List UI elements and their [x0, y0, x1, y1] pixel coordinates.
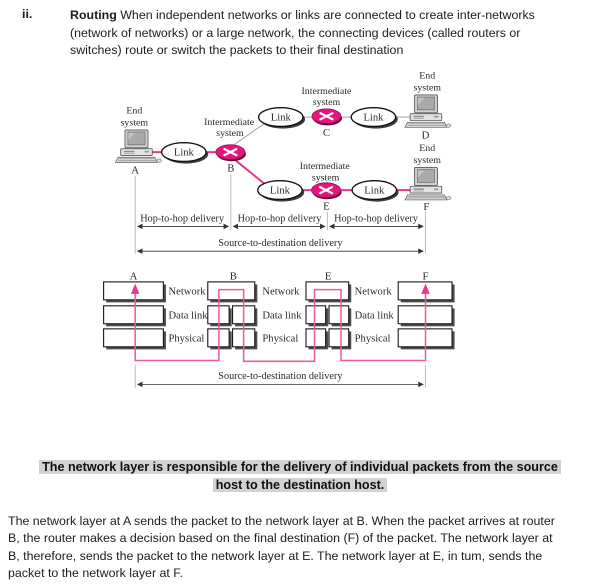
body-line-1: The network layer at A sends the packet … — [8, 514, 555, 528]
router-c-icon — [311, 108, 343, 126]
link-line-b-c-branch — [230, 119, 271, 148]
physical-layer-label: Physical — [355, 334, 391, 345]
node-f-label: F — [423, 201, 429, 213]
end-system-label: system — [413, 83, 441, 94]
end-system-label: system — [121, 118, 149, 129]
layer-box — [231, 305, 258, 327]
link-oval: Link — [257, 107, 306, 129]
node-c-label: C — [323, 127, 330, 139]
body-line-3: B, therefore, sends the packet to the ne… — [8, 548, 543, 563]
link-oval: Link — [160, 142, 209, 164]
physical-layer-label: Physical — [262, 334, 298, 345]
datalink-layer-label: Data link — [168, 311, 208, 322]
node-b-label: B — [227, 163, 234, 175]
network-layer-label: Network — [355, 287, 393, 298]
source-dest-label-2: Source-to-destination delivery — [218, 371, 343, 382]
layer-box — [103, 305, 166, 327]
intermediate-system-label: Intermediate — [301, 86, 352, 97]
end-system-label: End — [419, 71, 435, 82]
link-oval: Link — [350, 107, 398, 129]
layer-box — [207, 328, 232, 350]
layer-box — [305, 281, 352, 303]
datalink-layer-label: Data link — [262, 311, 302, 322]
packet-path — [134, 288, 427, 363]
end-system-label: End — [419, 143, 435, 154]
link-label: Link — [174, 148, 195, 159]
intermediate-system-label: Intermediate — [300, 161, 351, 172]
hop-to-hop-label: Hop-to-hop delivery — [140, 213, 225, 224]
hop-to-hop-label: Hop-to-hop delivery — [334, 213, 419, 224]
network-layer-label: Network — [168, 287, 206, 298]
column-e-label: E — [325, 270, 332, 282]
routers — [215, 108, 343, 200]
body-line-2: B, the router makes a decision based on … — [8, 531, 553, 546]
packet-arrowhead-a — [130, 283, 140, 294]
highlighted-statement: The network layer is responsible for the… — [0, 459, 600, 494]
packet-arrowhead-f — [421, 283, 430, 294]
node-a-label: A — [131, 164, 139, 176]
intermediate-system-label: system — [312, 172, 340, 183]
layer-row-labels: Network Data link Physical Network Data … — [168, 287, 394, 345]
node-d-label: D — [422, 129, 430, 141]
computer-a-icon — [115, 129, 162, 163]
network-layer-label: Network — [262, 287, 300, 298]
layer-box — [231, 328, 258, 350]
list-numeral: ii. — [22, 7, 33, 21]
delivery-arrows — [136, 223, 424, 254]
datalink-layer-label: Data link — [355, 311, 395, 322]
highlight-line-1: The network layer is responsible for the… — [39, 460, 561, 474]
column-b-label: B — [230, 270, 237, 282]
node-e-label: E — [323, 200, 330, 212]
guide-lines — [134, 174, 426, 254]
link-oval: Link — [257, 180, 305, 202]
highlight-line-2: host to the destination host. — [212, 477, 388, 492]
layer-box — [305, 305, 329, 327]
source-dest-label: Source-to-destination delivery — [218, 238, 343, 249]
router-b-icon — [215, 144, 246, 162]
link-label: Link — [363, 113, 384, 124]
intermediate-system-label: system — [216, 128, 244, 139]
end-system-label: system — [413, 155, 441, 166]
link-label: Link — [364, 186, 385, 197]
physical-layer-label: Physical — [168, 334, 204, 345]
layer-box — [207, 281, 258, 303]
layer-box — [397, 305, 455, 327]
layer-box — [207, 305, 232, 327]
column-f-label: F — [423, 270, 429, 282]
intro-line-2: (network of networks) or a large network… — [70, 25, 521, 40]
end-system-label: End — [126, 106, 142, 117]
intermediate-system-label: system — [313, 97, 341, 108]
link-label: Link — [270, 186, 291, 197]
layer-box — [305, 328, 329, 350]
layer-box — [397, 328, 455, 350]
body-line-4: packet to the network layer at F. — [8, 566, 183, 581]
link-label: Link — [271, 113, 292, 124]
layer-box — [103, 328, 166, 350]
link-ovals: Link Link Link Link Link — [160, 107, 399, 202]
column-a-label: A — [130, 270, 138, 282]
intro-line-1: Routing When independent networks or lin… — [70, 7, 600, 25]
intro-paragraph: ii. Routing When independent networks or… — [0, 7, 600, 60]
diagram1-labels: End system End system End system Interme… — [121, 71, 442, 249]
router-e-icon — [311, 182, 342, 200]
intro-line-3: switches) route or switch the packets to… — [70, 43, 404, 58]
hop-to-hop-label: Hop-to-hop delivery — [238, 213, 323, 224]
intermediate-system-label: Intermediate — [204, 117, 255, 128]
routing-term: Routing — [70, 8, 117, 22]
layer-diagram: A B E F — [103, 270, 455, 388]
layer-box — [328, 305, 352, 327]
body-paragraph: The network layer at A sends the packet … — [8, 513, 555, 583]
intro-line-1-rest: When independent networks or links are c… — [116, 8, 535, 22]
link-line-b-e-branch — [231, 156, 269, 188]
link-oval: Link — [351, 180, 399, 202]
network-figure: Link Link Link Link Link — [103, 71, 455, 388]
layer-box — [328, 328, 352, 350]
computer-d-icon — [404, 94, 452, 128]
computer-f-icon — [404, 167, 452, 201]
